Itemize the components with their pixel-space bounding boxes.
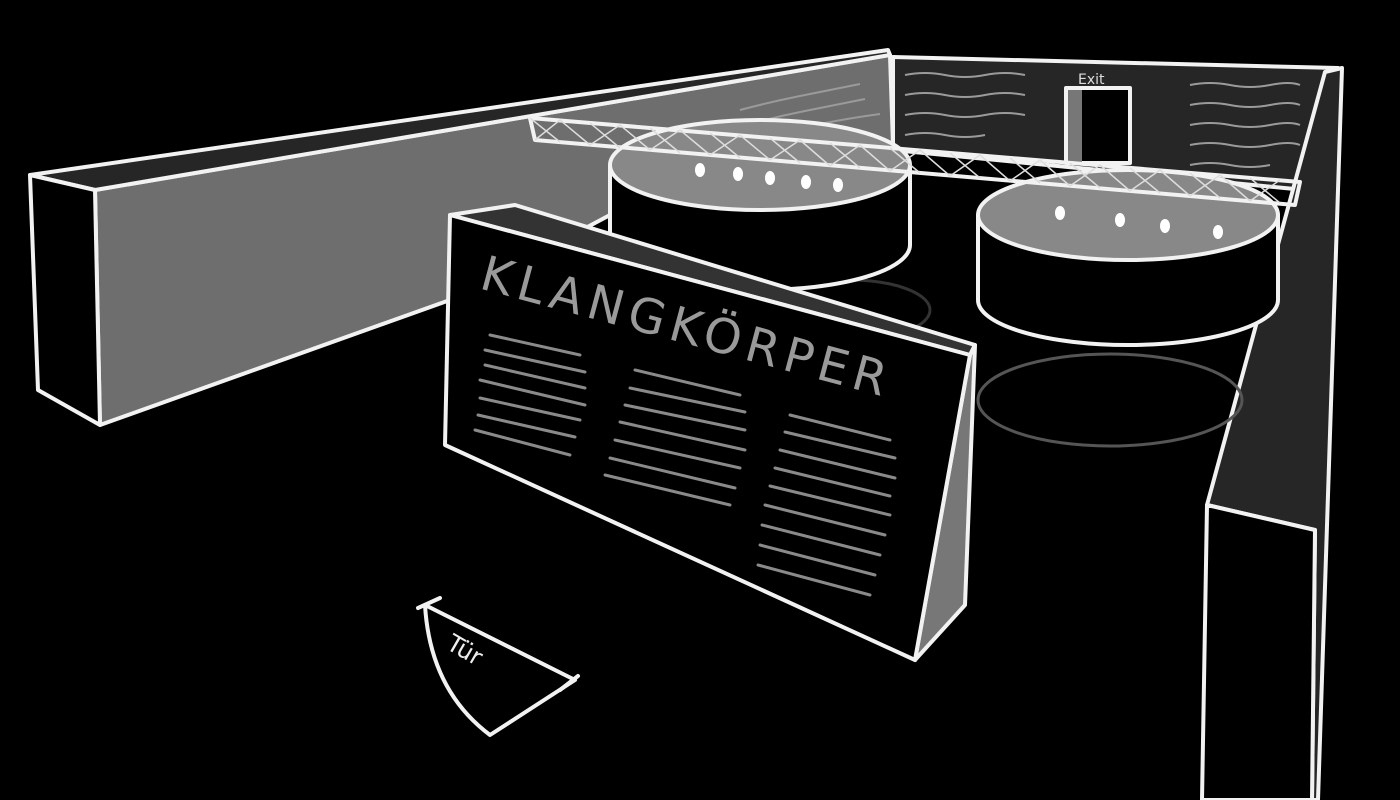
spotlights (695, 163, 1223, 239)
right-wall (1200, 66, 1344, 800)
sound-cylinder-right (976, 168, 1280, 347)
klangkoerper-panel: KLANGKÖRPER (443, 203, 977, 662)
lighting-truss (528, 116, 1302, 239)
exit-sign: Exit (1078, 72, 1105, 88)
entrance-door[interactable]: Tür (416, 596, 580, 737)
floor-circle (976, 352, 1244, 448)
exit-door[interactable] (1064, 86, 1132, 165)
